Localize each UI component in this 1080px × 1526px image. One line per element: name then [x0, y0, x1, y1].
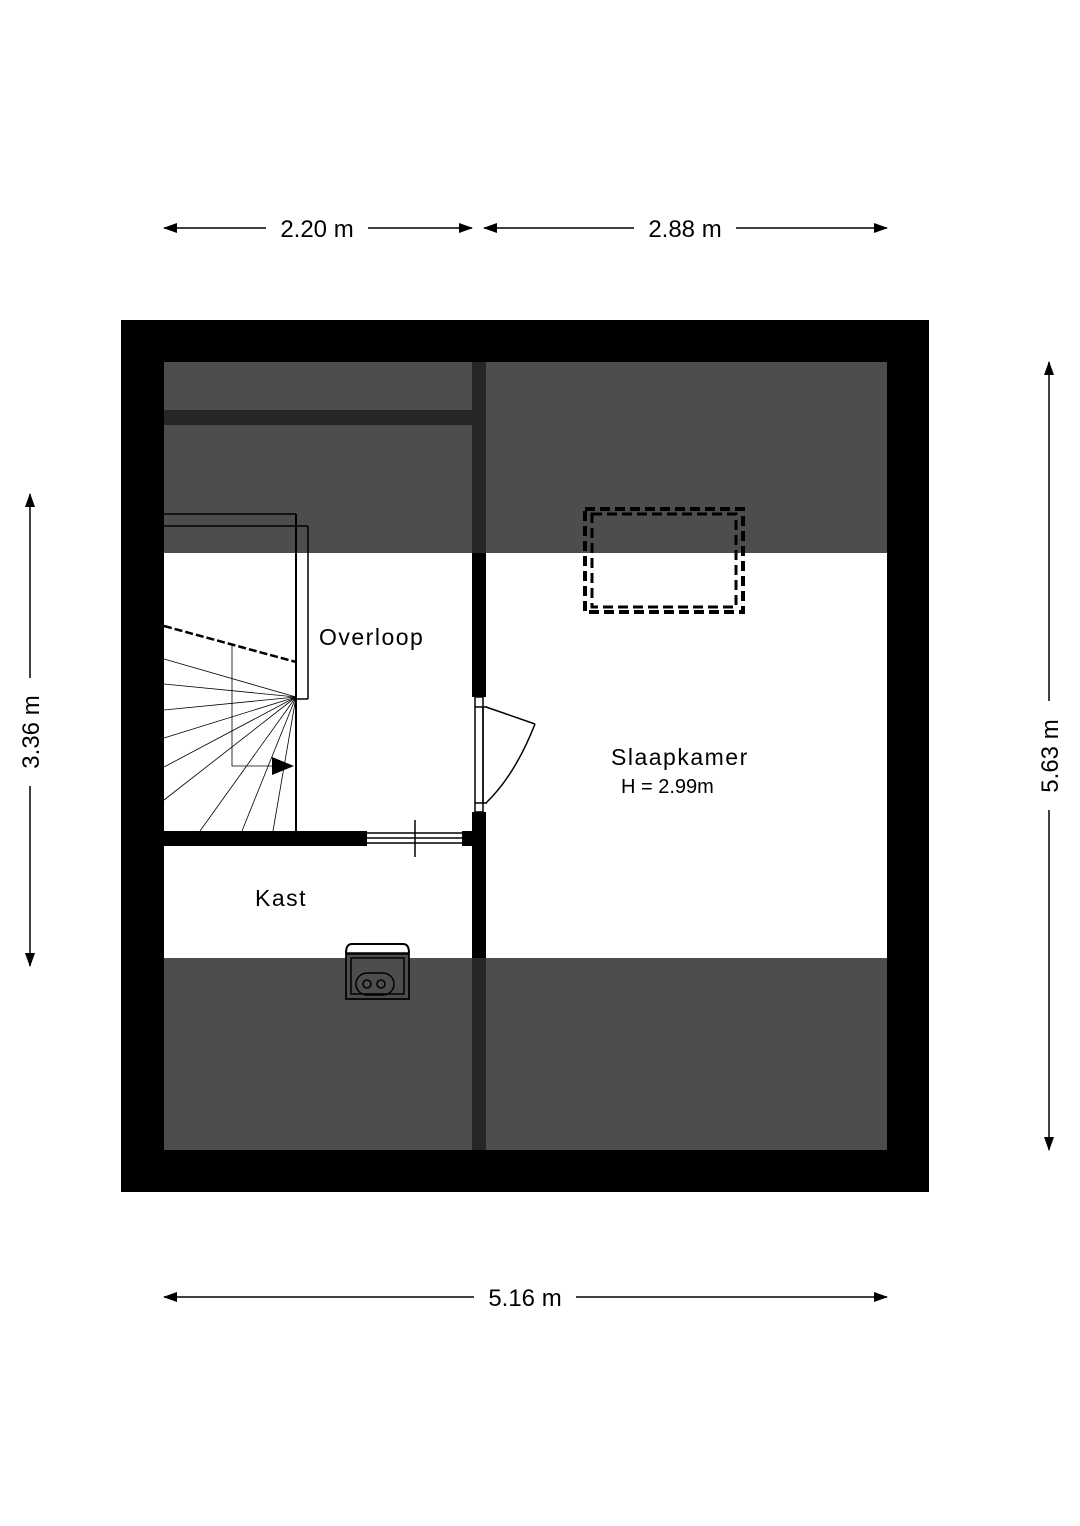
partition-wall-upper: [472, 362, 486, 553]
dimension-top-left: 2.20 m: [163, 216, 473, 243]
room-label-kast: Kast: [255, 885, 307, 911]
staircase: [163, 513, 309, 832]
sliding-door-kast: [367, 820, 462, 857]
partition-wall-mid: [472, 812, 486, 958]
dimension-label-right: 5.63 m: [1037, 719, 1064, 792]
door-slaapkamer: [474, 696, 536, 813]
dimension-label-top-right: 2.88 m: [648, 216, 721, 243]
low-ceiling-zone-bottom: [164, 958, 887, 1150]
dimension-top-right: 2.88 m: [483, 216, 888, 243]
dimension-bottom: 5.16 m: [163, 1285, 888, 1312]
dimension-label-bottom: 5.16 m: [488, 1285, 561, 1312]
room-height-slaapkamer: H = 2.99m: [621, 776, 714, 798]
boiler-unit: [345, 943, 410, 1000]
low-ceiling-zone-top: [164, 362, 887, 553]
kast-wall: [164, 831, 367, 846]
partition-wall-lower: [472, 958, 486, 1150]
room-label-overloop: Overloop: [319, 624, 424, 650]
dimension-left: 3.36 m: [18, 493, 45, 967]
dimension-label-top-left: 2.20 m: [280, 216, 353, 243]
room-label-slaapkamer: Slaapkamer: [611, 744, 749, 770]
skylight: [583, 507, 745, 614]
dimension-right: 5.63 m: [1037, 361, 1064, 1151]
kast-wall-end: [462, 831, 486, 846]
top-storage-wall: [164, 410, 474, 425]
partition-wall: [472, 553, 486, 697]
dimension-label-left: 3.36 m: [18, 695, 45, 768]
